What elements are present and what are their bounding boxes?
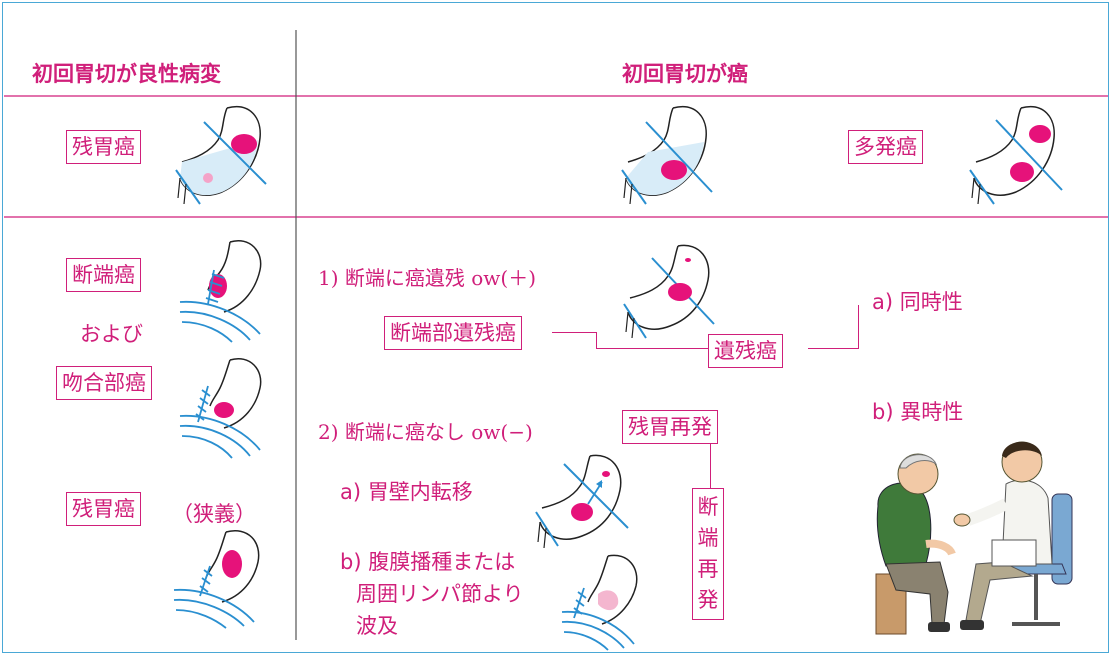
stomach-diagram-narrow	[173, 530, 260, 629]
item-2-no-cancer-at-stump: 2) 断端に癌なし ow(−)	[318, 420, 533, 444]
peritoneal-label-line3: 波及	[356, 614, 398, 638]
connector	[858, 305, 859, 349]
header-cancer: 初回胃切が癌	[622, 62, 748, 86]
connector	[808, 348, 858, 349]
header-benign: 初回胃切が良性病変	[32, 62, 221, 86]
metachronous-label: b) 異時性	[872, 400, 964, 424]
stomach-diagram-peritoneal	[561, 554, 638, 651]
item-1-residual-at-stump: 1) 断端に癌遺残 ow(＋)	[318, 266, 537, 290]
box-stump-residual-cancer: 断端部遺残癌	[384, 316, 522, 350]
intramural-metastasis-label: a) 胃壁内転移	[340, 480, 473, 504]
stomach-diagram-row1-left	[175, 105, 267, 205]
peritoneal-label-line2: 周囲リンパ節より	[356, 582, 524, 606]
and-text: および	[80, 322, 143, 346]
box-anastomosis-cancer: 吻合部癌	[56, 366, 152, 400]
box-narrow-remnant-cancer: 残胃癌	[66, 492, 141, 526]
box-residual-cancer: 遺残癌	[708, 334, 783, 368]
narrow-definition-note: （狭義）	[172, 502, 256, 526]
box-multiple-cancer: 多発癌	[848, 130, 923, 164]
vertical-char: 再	[697, 557, 719, 581]
box-stump-recurrence-vertical: 断 端 再 発	[692, 488, 724, 620]
connector	[710, 444, 711, 490]
doctor-patient-illustration	[875, 441, 1073, 635]
synchronous-label: a) 同時性	[872, 290, 963, 314]
stomach-diagram-row1-right	[969, 105, 1063, 205]
vertical-char: 断	[697, 495, 719, 519]
box-remnant-recurrence: 残胃再発	[622, 410, 718, 444]
box-stump-cancer: 断端癌	[66, 258, 141, 292]
box-remnant-gastric-cancer: 残胃癌	[66, 130, 141, 164]
stomach-diagram-anastomosis	[179, 357, 262, 459]
connector	[596, 332, 597, 348]
connector	[552, 332, 596, 333]
stomach-diagram-intramural	[535, 454, 629, 549]
stomach-diagram-row1-center	[621, 105, 713, 205]
vertical-char: 発	[697, 588, 719, 612]
peritoneal-label-line1: b) 腹膜播種または	[340, 550, 516, 574]
stomach-diagram-residual	[623, 244, 715, 339]
stomach-diagram-stump	[179, 239, 262, 343]
vertical-char: 端	[697, 526, 719, 550]
connector	[596, 348, 708, 349]
